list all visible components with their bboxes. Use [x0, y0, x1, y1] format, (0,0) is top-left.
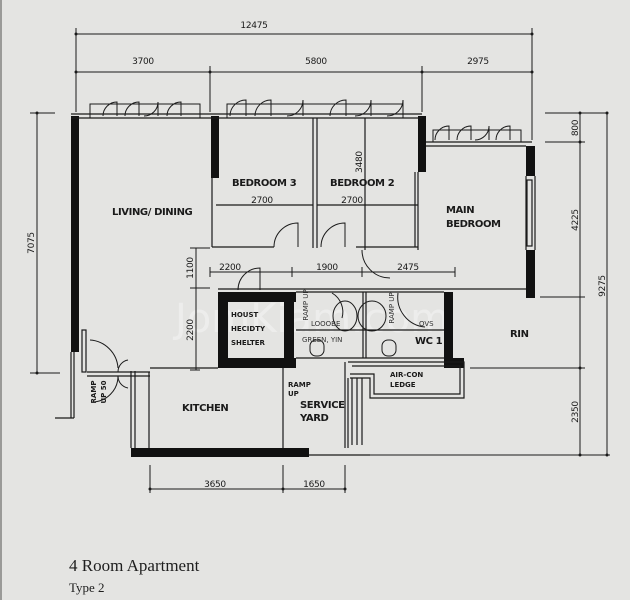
dim-right-4225: 4225 [571, 209, 581, 231]
entrance-ramp-line1: RAMP [90, 381, 98, 404]
room-rin: RIN [510, 329, 529, 340]
bath1-ramp: RAMP UP [388, 292, 396, 323]
dim-left-1100: 1100 [186, 257, 196, 279]
dim-service-yard-width: 1650 [303, 480, 325, 490]
entrance-ramp-line2: UP 50 [100, 380, 108, 403]
dim-top-2: 5800 [305, 57, 327, 67]
room-bedroom-3: BEDROOM 3 [232, 178, 297, 189]
dim-left-2200: 2200 [186, 319, 196, 341]
dim-corridor-3: 2475 [397, 263, 419, 273]
dim-right-2350: 2350 [571, 401, 581, 423]
room-main-bedroom-line2: BEDROOM [446, 219, 501, 230]
dim-bedroom3-width: 2700 [251, 196, 273, 206]
bath2-label-b: GREEN, YIN [302, 336, 342, 344]
dim-bedroom2-width: 2700 [341, 196, 363, 206]
room-living-dining: LIVING/ DINING [112, 207, 193, 218]
room-aircon-ledge-line1: AIR-CON [390, 371, 423, 379]
room-bedroom-2: BEDROOM 2 [330, 178, 395, 189]
bath2-label-a: LOOOBE [311, 320, 340, 328]
service-yard-ramp-line2: UP [288, 390, 299, 398]
plan-subtitle: Type 2 [69, 580, 105, 595]
dim-right-800: 800 [571, 119, 581, 136]
room-shelter-line3: SHELTER [231, 339, 266, 347]
dim-top-3: 2975 [467, 57, 489, 67]
dim-overall-width: 12475 [240, 21, 267, 31]
dim-left-overall: 7075 [27, 232, 37, 254]
plan-title: 4 Room Apartment [69, 556, 200, 575]
dim-right-overall: 9275 [598, 275, 608, 297]
room-service-yard-line1: SERVICE [300, 400, 345, 411]
bath2-ramp: RAMP UP [302, 289, 310, 320]
dim-kitchen-width: 3650 [204, 480, 226, 490]
room-main-bedroom-line1: MAIN [446, 205, 474, 216]
dim-bedroom2-depth: 3480 [355, 151, 365, 173]
room-shelter-line1: HOUST [231, 311, 259, 319]
page-edge [0, 0, 2, 600]
room-kitchen: KITCHEN [182, 403, 228, 414]
room-service-yard-line2: YARD [299, 413, 329, 424]
bath1-label-a: OVS [419, 320, 434, 328]
room-shelter-line2: HECIDTY [231, 325, 266, 333]
room-aircon-ledge-line2: LEDGE [390, 381, 416, 389]
dim-top-1: 3700 [132, 57, 154, 67]
dim-corridor-1: 2200 [219, 263, 241, 273]
dim-corridor-2: 1900 [316, 263, 338, 273]
service-yard-ramp-line1: RAMP [288, 381, 311, 389]
room-wc1: WC 1 [415, 336, 443, 347]
